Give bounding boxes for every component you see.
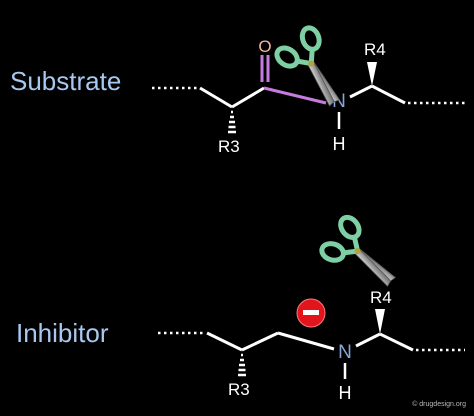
- substrate-hashed-wedge: [228, 110, 236, 134]
- substrate-scissile-bond: [263, 86, 327, 105]
- inhibitor-bond-2: [241, 331, 279, 352]
- inhibitor-r3-label: R3: [228, 380, 250, 399]
- inhibitor-nitrogen-atom: N: [338, 342, 352, 363]
- scissors-icon: [274, 25, 341, 107]
- substrate-label: Substrate: [10, 66, 121, 96]
- inhibitor-r4-label: R4: [370, 288, 392, 307]
- inhibitor-hydrogen-atom: H: [339, 383, 352, 403]
- substrate-bond-2: [231, 86, 265, 109]
- inhibitor-structure: Inhibitor R3 N H R4: [16, 214, 465, 403]
- inhibitor-bond-1: [206, 331, 243, 352]
- inhibitor-reduced-bond: [277, 331, 335, 351]
- watermark: © drugdesign.org: [412, 400, 466, 408]
- inhibitor-label: Inhibitor: [16, 318, 109, 348]
- substrate-solid-wedge: [367, 62, 377, 86]
- substrate-bond-4: [371, 84, 406, 105]
- inhibitor-solid-wedge: [375, 309, 385, 334]
- substrate-bond-1: [199, 86, 233, 109]
- inhibitor-bond-3: [355, 332, 381, 348]
- inhibition-badge-icon: [296, 298, 326, 328]
- substrate-structure: Substrate R3 O N H R4: [10, 25, 465, 156]
- inhibitor-bond-4: [379, 332, 414, 352]
- scissors-icon: [319, 214, 396, 287]
- substrate-hydrogen-atom: H: [333, 134, 346, 154]
- substrate-oxygen-atom: O: [258, 37, 271, 56]
- substrate-r4-label: R4: [364, 40, 386, 59]
- inhibitor-hashed-wedge: [238, 353, 246, 377]
- substrate-bond-3: [349, 84, 373, 99]
- substrate-r3-label: R3: [218, 137, 240, 156]
